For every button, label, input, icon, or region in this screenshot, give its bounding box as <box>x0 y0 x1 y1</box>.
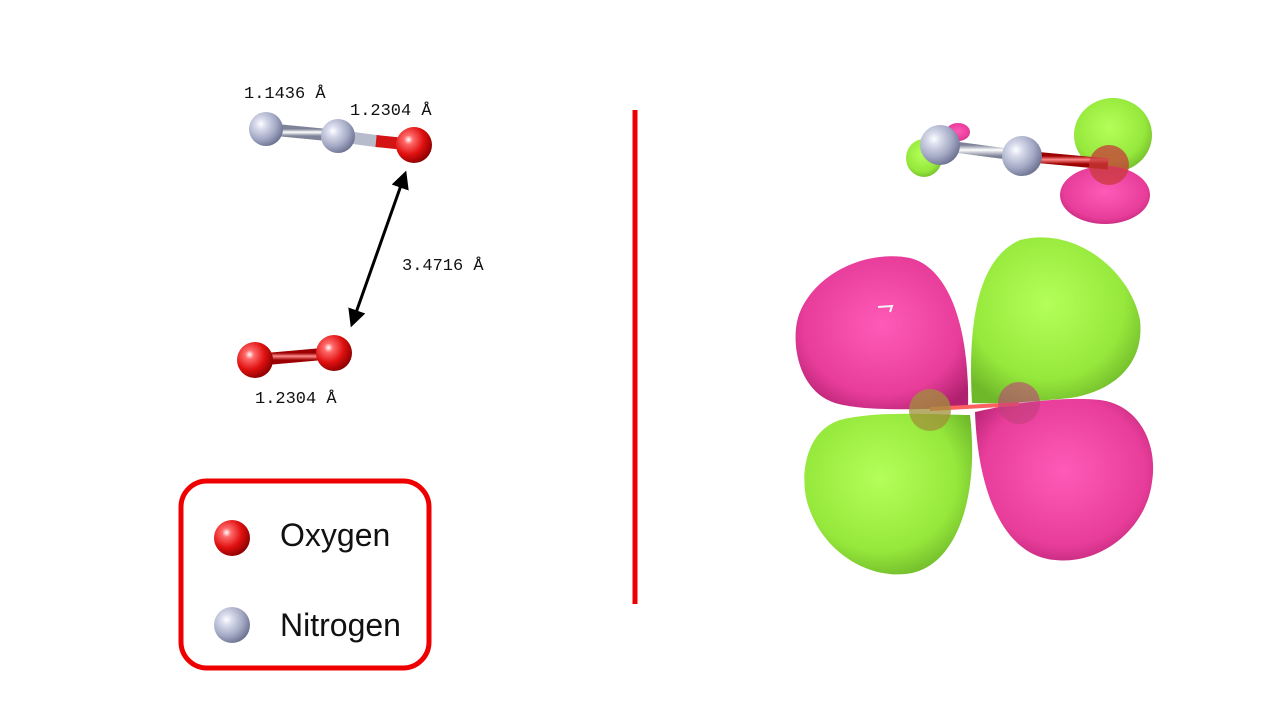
orbital-lobe-negative <box>795 256 969 410</box>
orbital-view-o2 <box>795 237 1154 575</box>
nitrogen-atom <box>321 119 355 153</box>
no-bond-label: 1.2304 Å <box>350 102 432 121</box>
oxygen-atom <box>1089 145 1129 185</box>
oxygen-atom <box>316 335 352 371</box>
legend-frame <box>178 478 432 671</box>
oxygen-atom <box>998 382 1040 424</box>
legend: Oxygen Nitrogen <box>178 478 432 671</box>
distance-label: 3.4716 Å <box>402 257 484 276</box>
oo-bond-label: 1.2304 Å <box>255 390 337 409</box>
orbital-lobe-positive <box>971 237 1141 404</box>
o2-molecule <box>237 335 352 378</box>
nitrogen-atom-icon <box>214 607 250 643</box>
legend-label-nitrogen: Nitrogen <box>280 607 401 643</box>
oxygen-atom-icon <box>214 520 250 556</box>
orbital-lobe-negative <box>975 398 1154 561</box>
oxygen-atom <box>396 127 432 163</box>
legend-label-oxygen: Oxygen <box>280 517 390 553</box>
orbital-view-no <box>906 98 1152 224</box>
distance-arrow <box>348 170 409 328</box>
specular-highlight <box>877 304 894 313</box>
nitrogen-atom <box>249 112 283 146</box>
oxygen-atom <box>237 342 273 378</box>
oxygen-atom <box>909 389 951 431</box>
legend-item-nitrogen: Nitrogen <box>214 607 401 643</box>
nn-bond-label: 1.1436 Å <box>244 85 326 104</box>
nitrogen-atom <box>1002 136 1042 176</box>
orbital-lobe-positive <box>804 413 973 575</box>
nitrogen-atom <box>920 125 960 165</box>
orbital-lobe-negative <box>1060 166 1150 224</box>
legend-item-oxygen: Oxygen <box>214 517 390 556</box>
no-molecule <box>249 112 432 163</box>
